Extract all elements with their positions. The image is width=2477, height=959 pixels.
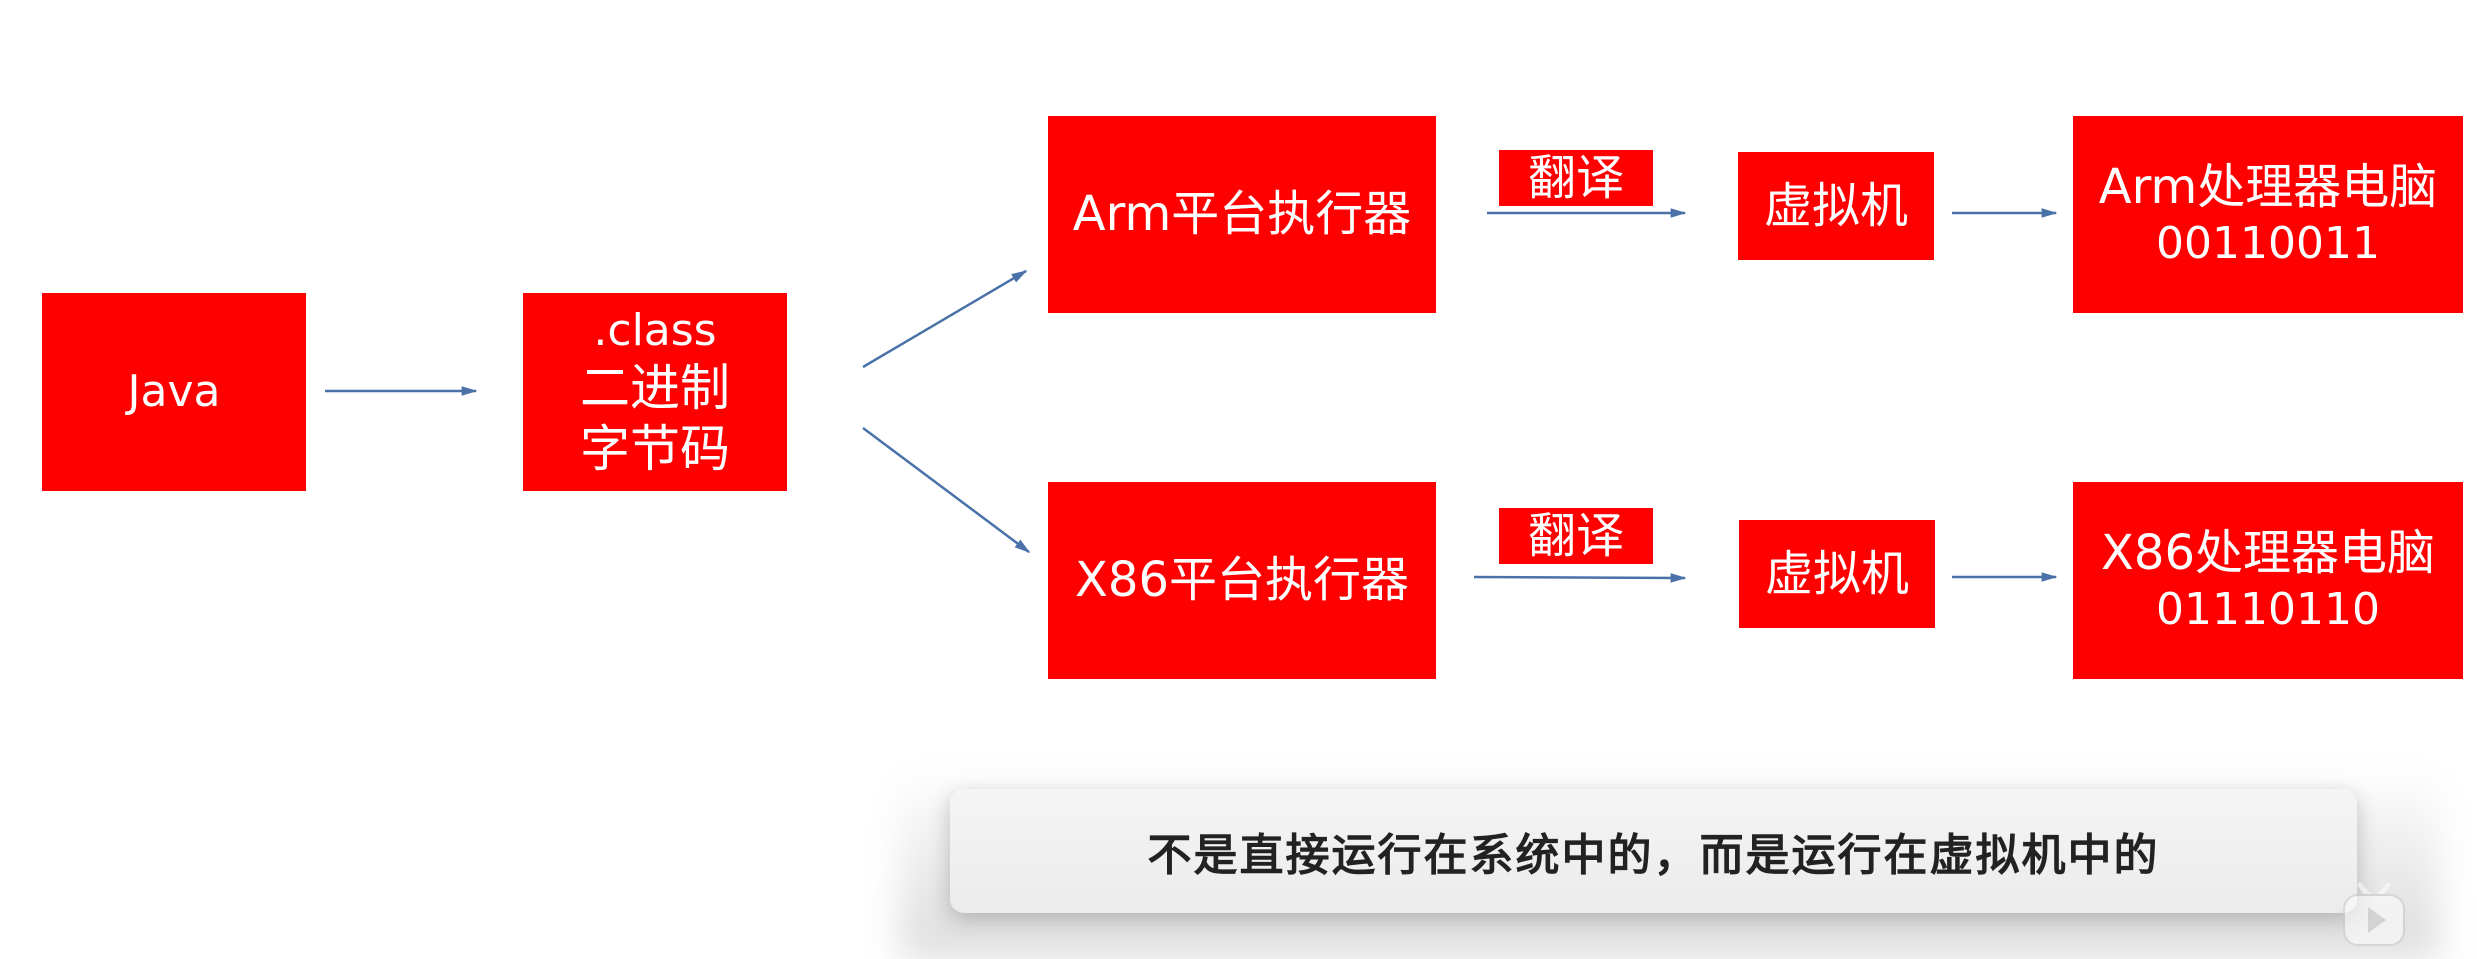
subtitle-text: 不是直接运行在系统中的，而是运行在虚拟机中的 xyxy=(1147,830,2160,881)
arrow-class-to-x86 xyxy=(862,426,1031,554)
arrow-class-to-arm xyxy=(862,269,1028,369)
vm-label-top: 虚拟机 xyxy=(1763,177,1908,234)
translate-text-top: 翻译 xyxy=(1527,149,1624,206)
arm-executor-box: Arm平台执行器 xyxy=(1048,116,1436,313)
arrow-x86-to-vm xyxy=(1473,573,1687,583)
x86-executor-box: X86平台执行器 xyxy=(1048,482,1436,679)
arm-pc-title: Arm处理器电脑 xyxy=(2098,159,2438,216)
java-box: Java xyxy=(42,293,306,491)
arm-executor-label: Arm平台执行器 xyxy=(1072,186,1412,243)
vm-box-bottom: 虚拟机 xyxy=(1739,520,1935,628)
translate-label-top: 翻译 xyxy=(1499,150,1653,206)
bytecode-box: .class 二进制 字节码 xyxy=(523,293,787,491)
class-label: .class xyxy=(593,305,717,357)
x86-pc-box: X86处理器电脑 01110110 xyxy=(2073,482,2463,679)
java-label: Java xyxy=(127,366,221,418)
play-icon[interactable] xyxy=(2338,865,2410,953)
arm-pc-box: Arm处理器电脑 00110011 xyxy=(2073,116,2463,313)
x86-pc-title: X86处理器电脑 xyxy=(2101,525,2435,582)
x86-executor-label: X86平台执行器 xyxy=(1075,552,1409,609)
arm-pc-code: 00110011 xyxy=(2156,217,2380,269)
subtitle-bar: 不是直接运行在系统中的，而是运行在虚拟机中的 xyxy=(950,789,2357,913)
binary-label: 二进制 xyxy=(580,358,730,417)
translate-label-bottom: 翻译 xyxy=(1499,508,1653,564)
bytecode-label: 字节码 xyxy=(580,419,730,478)
vm-box-top: 虚拟机 xyxy=(1738,152,1934,260)
vm-label-bottom: 虚拟机 xyxy=(1764,545,1909,602)
translate-text-bottom: 翻译 xyxy=(1527,507,1624,564)
x86-pc-code: 01110110 xyxy=(2156,583,2380,635)
